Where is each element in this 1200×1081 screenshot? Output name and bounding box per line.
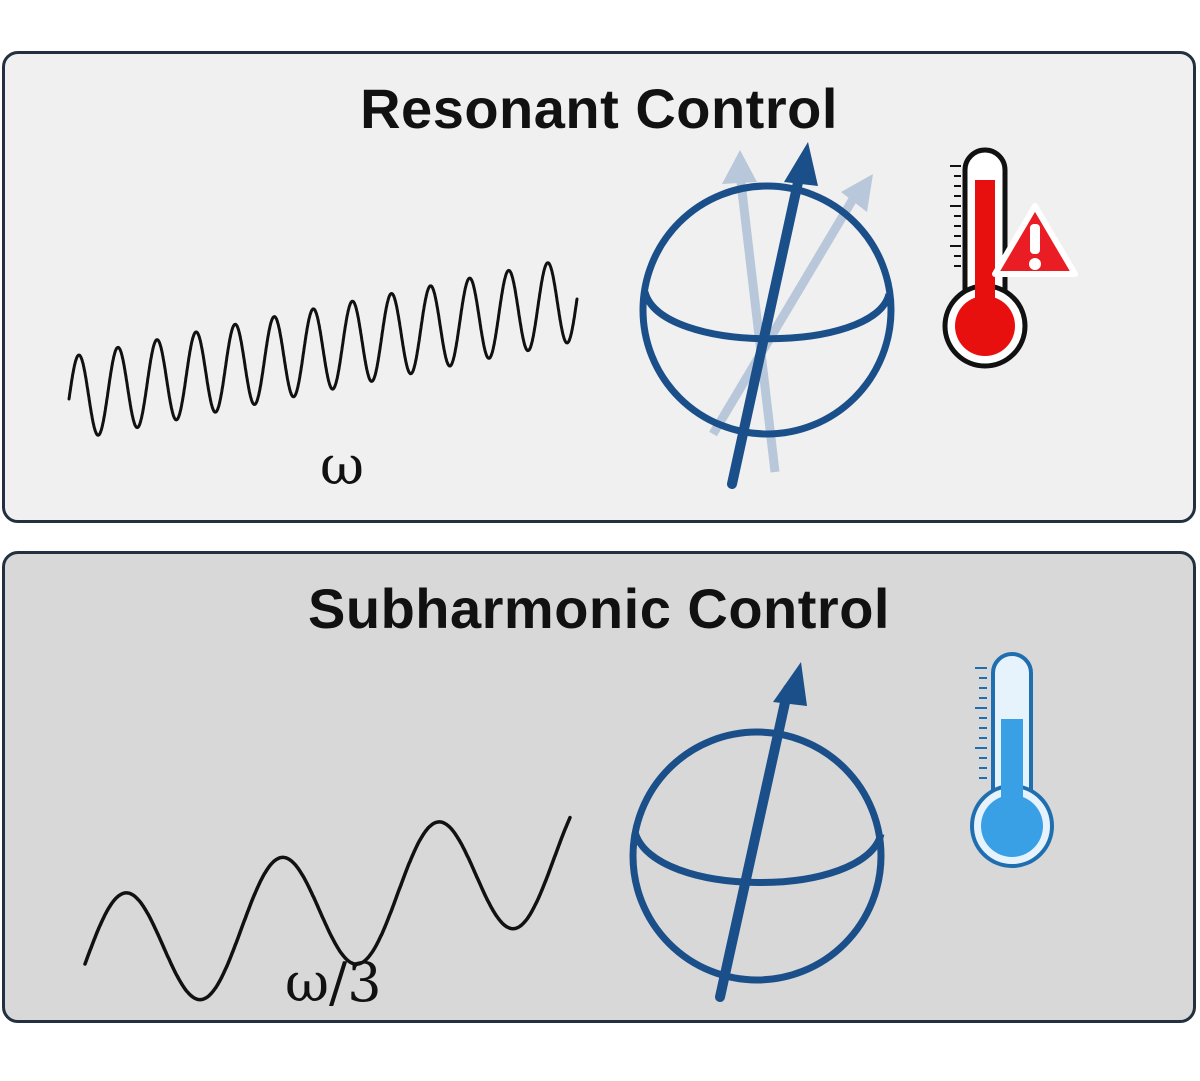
resonant-control-panel: Resonant Control ω (2, 51, 1196, 523)
faded-spin-vector (709, 150, 873, 473)
resonant-diagram: ω (67, 142, 1078, 497)
spin-vector (727, 159, 807, 489)
bloch-sphere-icon (639, 142, 895, 489)
warning-icon (992, 203, 1078, 277)
spin-vector-arrowhead (773, 662, 807, 706)
panel-title: Resonant Control (360, 77, 838, 140)
bloch-sphere-icon (629, 662, 885, 1002)
subharmonic-control-panel: Subharmonic Control ω/3 (2, 551, 1196, 1023)
thermometer-hot-icon (942, 147, 1028, 369)
sine-wave-icon (83, 815, 572, 1002)
panel-title: Subharmonic Control (308, 577, 890, 640)
spin-vector (715, 684, 793, 1002)
frequency-label: ω (320, 434, 364, 497)
subharmonic-diagram: ω/3 (83, 652, 1054, 1014)
spin-vector-arrowhead (784, 142, 818, 186)
frequency-label: ω/3 (285, 951, 382, 1014)
sine-wave-icon (67, 261, 579, 437)
thermometer-cold-icon (970, 652, 1054, 868)
